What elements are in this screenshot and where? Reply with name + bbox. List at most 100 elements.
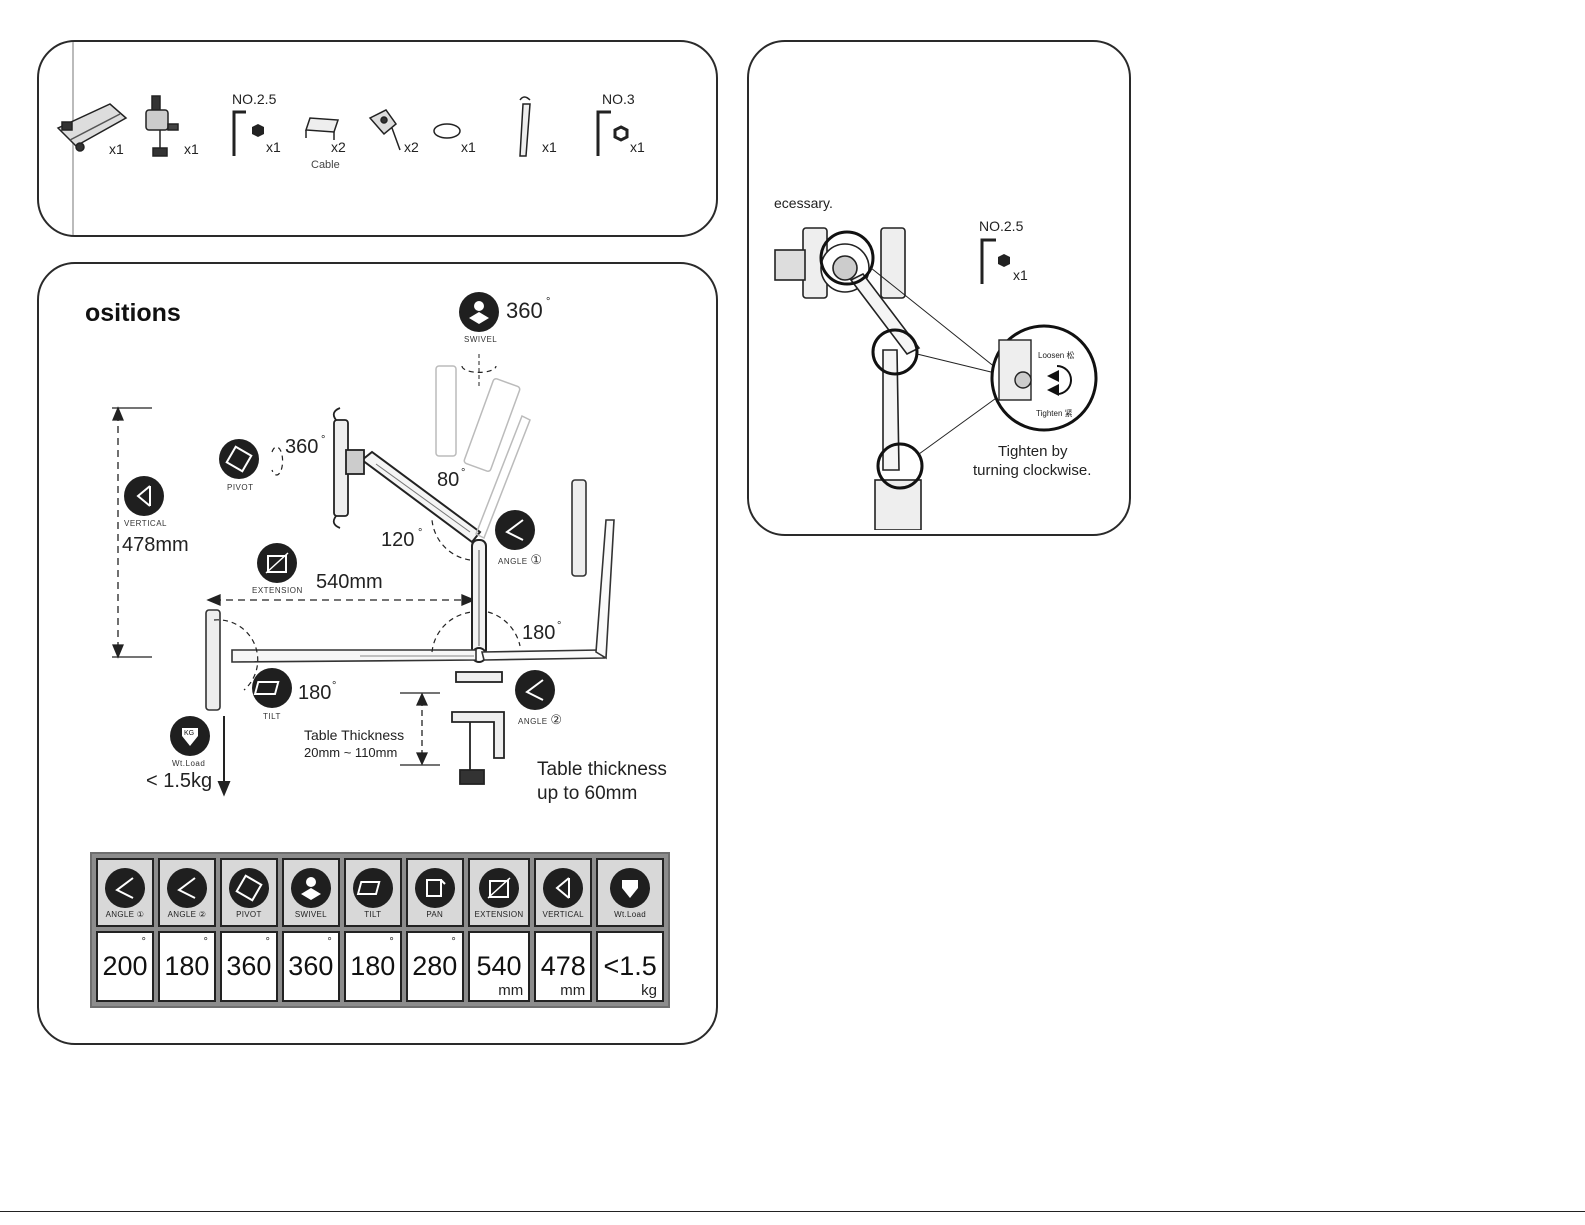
weight-icon: KG [170, 716, 210, 756]
spec-cell-pivot: PIVOT [219, 858, 278, 927]
table-thickness-label: Table Thickness [304, 727, 405, 743]
angle-icon [104, 867, 145, 908]
angle-2-caption: ANGLE ② [518, 712, 563, 728]
angle-1-caption-text: ANGLE [498, 557, 528, 566]
pivot-degree-mark: ° [321, 434, 326, 446]
tilt-icon [252, 668, 292, 708]
weight-arrow [217, 716, 231, 797]
tablet-holder-part [56, 103, 128, 152]
base-clamp [451, 671, 505, 785]
spec-cell-pan: PAN [405, 858, 464, 927]
angle-80-degree-mark: ° [461, 467, 466, 479]
part-qty-adapter: x2 [404, 139, 419, 155]
spec-cell-angle-1: ANGLE ① [96, 858, 154, 927]
spec-value: 478 [540, 950, 586, 981]
spec-label: SWIVEL [294, 909, 327, 919]
spec-value: 360 [226, 950, 272, 981]
spec-table: ANGLE ① ANGLE ② PIVOT SWIVEL TILT PAN EX… [90, 852, 670, 1008]
spec-label: ANGLE ① [105, 909, 145, 919]
spec-label: ANGLE ② [167, 909, 207, 919]
tighten-instruction-line2: turning clockwise. [973, 462, 1092, 479]
parts-panel [37, 40, 718, 237]
spec-label: TILT [364, 909, 382, 919]
spec-degree: ° [265, 935, 270, 948]
vertical-icon [543, 867, 584, 908]
desk-clamp-part [145, 95, 179, 157]
spec-unit: kg [641, 982, 657, 999]
extension-caption: EXTENSION [252, 586, 303, 595]
hex-key-icon [980, 238, 1010, 284]
pan-icon [414, 867, 455, 908]
spec-cell-vertical: VERTICAL [534, 858, 593, 927]
vertical-dimension [112, 406, 152, 659]
part-qty-hex-key-2-5: x1 [266, 139, 281, 155]
angle-120-value: 120 [381, 529, 415, 551]
adapter-part [368, 109, 401, 151]
upper-arm [360, 450, 482, 544]
angle-2-icon [515, 670, 555, 710]
arm-range-diagram [112, 354, 615, 797]
spec-degree: ° [327, 935, 332, 948]
pivot-icon [219, 439, 259, 479]
swivel-degree-mark: ° [546, 296, 551, 308]
part-qty-tablet-holder: x1 [109, 141, 124, 157]
extension-icon [478, 867, 519, 908]
spec-degree: ° [141, 935, 146, 948]
part-qty-cable-clip: x2 [331, 139, 346, 155]
spec-label: PIVOT [236, 909, 262, 919]
weight-caption: Wt.Load [172, 759, 206, 768]
tighten-instruction-line1: Tighten by [998, 443, 1068, 460]
spec-icon-row: ANGLE ① ANGLE ② PIVOT SWIVEL TILT PAN EX… [96, 858, 664, 927]
angle-1-icon [495, 510, 535, 550]
weight-badge: KG [184, 730, 195, 737]
angle-1-number: ① [530, 552, 543, 567]
vertical-value: 478mm [122, 534, 189, 556]
spec-value: 180 [164, 950, 210, 981]
table-up-to-line2: up to 60mm [537, 783, 638, 804]
spec-degree: ° [203, 935, 208, 948]
angle-80-value: 80 [437, 469, 460, 491]
angle-120-degree-mark: ° [418, 527, 423, 539]
hex-key-3-part [596, 110, 611, 156]
pivot-icon [228, 867, 269, 908]
part-qty-wrench: x1 [542, 139, 557, 155]
tilt-degree-mark: ° [332, 680, 337, 692]
angle-180-degree-mark: ° [557, 620, 562, 632]
weight-value: < 1.5kg [146, 770, 213, 792]
table-thickness-range: 20mm ~ 110mm [304, 745, 398, 760]
page-bottom-rule [0, 1211, 1585, 1212]
angle-180-value: 180 [522, 622, 556, 644]
spec-value-pivot: 360 ° [219, 930, 278, 1002]
part-qty-hex-key-3: x1 [630, 139, 645, 155]
extension-value: 540mm [316, 571, 383, 593]
hex-nut-icon [252, 124, 264, 137]
cable-clip-part [304, 117, 340, 140]
spec-cell-extension: EXTENSION [467, 858, 531, 927]
spec-value-angle-2: 180 ° [157, 930, 216, 1002]
parts-illustrations [56, 95, 629, 157]
part-label-hex-key-3: NO.3 [602, 91, 635, 107]
spec-cell-swivel: SWIVEL [281, 858, 340, 927]
extension-dimension [206, 594, 476, 606]
angle-2-caption-text: ANGLE [518, 717, 548, 726]
hex-nut-outline-icon [613, 125, 629, 142]
angle-icon [166, 867, 207, 908]
spec-cell-tilt: TILT [343, 858, 402, 927]
spec-value-pan: 280° [405, 930, 464, 1002]
spec-value-angle-1: 200° [96, 930, 154, 1002]
extension-icon [257, 543, 297, 583]
part-sublabel-cable: Cable [311, 159, 340, 171]
weight-icon [610, 867, 651, 908]
horizontal-arm [205, 609, 477, 711]
spec-cell-angle-2: ANGLE ② [157, 858, 216, 927]
ghost-right-arm [480, 479, 615, 661]
swivel-caption: SWIVEL [464, 335, 498, 344]
spec-label: Wt.Load [614, 909, 647, 919]
tighten-diagram [774, 227, 1098, 530]
vertical-icon [124, 476, 164, 516]
arm-pole [471, 539, 487, 663]
pivot-caption: PIVOT [227, 483, 254, 492]
swivel-value: 360 [506, 298, 543, 323]
loosen-label: Loosen 松 [1038, 351, 1075, 360]
spec-value: <1.5 [603, 950, 657, 981]
